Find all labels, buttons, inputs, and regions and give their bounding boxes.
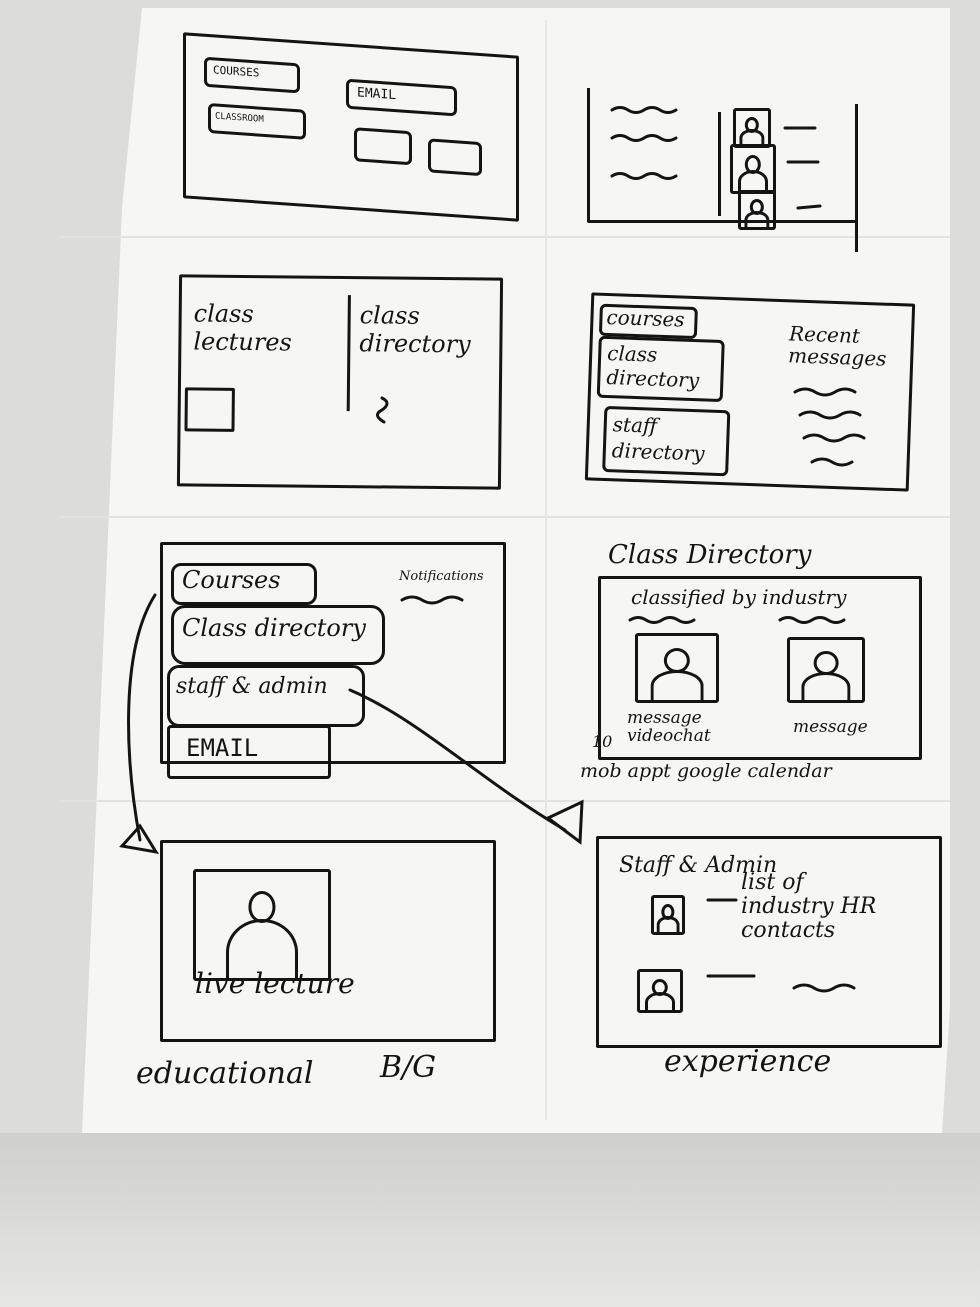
fold-line xyxy=(60,236,950,238)
sketch-panel-live-lecture: live lecture xyxy=(160,840,496,1042)
staff-directory-tab[interactable]: staff directory xyxy=(602,405,731,477)
divider xyxy=(718,112,721,216)
divider xyxy=(346,295,351,412)
avatar xyxy=(730,144,776,194)
staff-admin-title: Staff & Admin xyxy=(619,853,778,878)
class-directory-label: class directory xyxy=(606,341,700,393)
frame-edge xyxy=(587,88,590,220)
sketch-panel-contacts xyxy=(587,88,857,223)
mail-icon[interactable] xyxy=(428,138,482,177)
staff-directory-label: staff directory xyxy=(611,412,705,466)
sketch-panel-lectures: class lectures class directory xyxy=(176,274,504,490)
student-avatar[interactable] xyxy=(787,637,865,703)
notifications-label: Notifications xyxy=(399,569,484,584)
sketch-panel-dashboard: courses class directory staff directory … xyxy=(584,292,916,492)
email-label: EMAIL xyxy=(357,85,397,104)
video-icon[interactable] xyxy=(354,127,412,166)
email-tab[interactable]: EMAIL xyxy=(167,725,331,779)
note-number: 10 xyxy=(592,732,613,751)
staff-admin-tab[interactable]: staff & admin xyxy=(167,665,365,727)
sketch-panel-menu: Courses Class directory staff & admin EM… xyxy=(160,542,506,779)
student-avatar[interactable] xyxy=(635,633,719,703)
fold-line xyxy=(60,800,950,802)
class-directory-title: Class Directory xyxy=(608,540,812,570)
class-directory-tab[interactable]: class directory xyxy=(596,335,725,403)
class-directory-label: class directory xyxy=(359,301,471,359)
avatar xyxy=(733,108,771,148)
class-lectures-label: class lectures xyxy=(193,299,292,357)
classroom-button[interactable]: CLASSROOM xyxy=(208,103,306,140)
fold-line xyxy=(545,20,547,1120)
experience-caption: experience xyxy=(664,1044,832,1079)
video-frame[interactable] xyxy=(193,869,331,981)
recent-messages-label: Recent messages xyxy=(787,321,887,371)
sketch-panel-staff-admin: Staff & Admin list of industry HR contac… xyxy=(596,836,942,1048)
bg-caption: B/G xyxy=(380,1050,437,1085)
courses-tab[interactable]: courses xyxy=(598,303,698,340)
class-directory-tab[interactable]: Class directory xyxy=(171,605,385,665)
lecture-icon[interactable] xyxy=(184,387,235,432)
calendar-note: mob appt google calendar xyxy=(580,760,832,782)
courses-label: COURSES xyxy=(213,63,260,80)
email-button[interactable]: EMAIL xyxy=(346,78,457,117)
staff-admin-label: staff & admin xyxy=(176,674,328,699)
hr-contacts-label: list of industry HR contacts xyxy=(741,870,877,943)
message-videochat-label[interactable]: message videochat xyxy=(627,708,711,746)
message-label[interactable]: message xyxy=(793,717,868,737)
frame-edge xyxy=(855,104,858,252)
courses-button[interactable]: COURSES xyxy=(204,56,300,94)
class-directory-label: Class directory xyxy=(182,614,366,642)
courses-tab[interactable]: Courses xyxy=(171,563,317,605)
contact-avatar[interactable] xyxy=(651,895,685,935)
live-lecture-label: live lecture xyxy=(195,967,355,1000)
courses-label: courses xyxy=(606,304,685,332)
contact-avatar[interactable] xyxy=(637,969,683,1013)
classroom-label: CLASSROOM xyxy=(215,111,264,125)
sketch-panel-home: COURSES EMAIL CLASSROOM xyxy=(183,32,519,222)
courses-label: Courses xyxy=(182,566,281,594)
email-label: EMAIL xyxy=(186,734,259,762)
table-surface xyxy=(0,1133,980,1307)
fold-line xyxy=(60,516,950,518)
educational-caption: educational xyxy=(136,1056,314,1091)
avatar xyxy=(738,190,776,230)
classified-by-industry-label: classified by industry xyxy=(631,585,847,609)
sketch-panel-class-directory: classified by industry message videochat… xyxy=(598,576,922,760)
